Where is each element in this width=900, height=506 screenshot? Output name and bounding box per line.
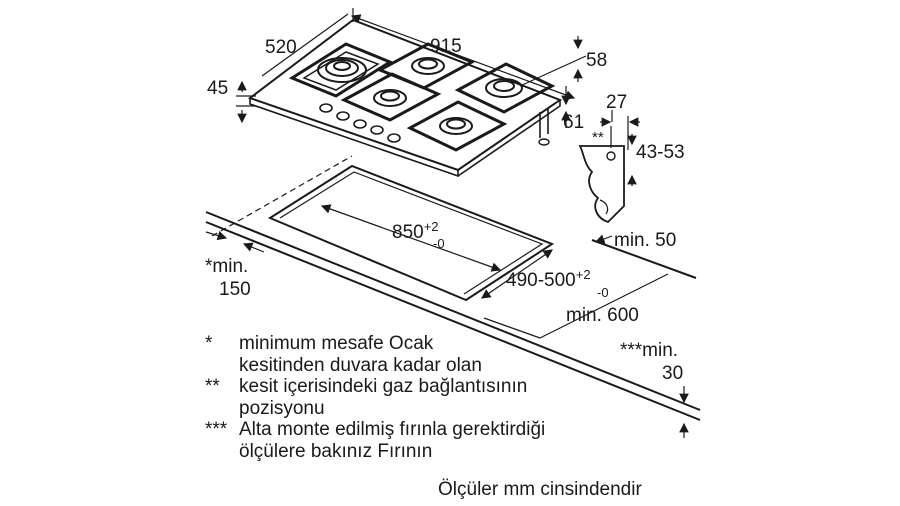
note-1-line-2: kesitinden duvara kadar olan: [239, 354, 482, 376]
hob-foot: [538, 138, 550, 146]
dim-right-depth: 58: [586, 50, 607, 71]
note-3-mark: ***: [205, 419, 228, 441]
worktop-front-edge: [205, 211, 701, 411]
worktop-cutout: [205, 155, 701, 438]
hob-body-right: [539, 108, 549, 138]
dim-min-30-a: ***min.: [620, 340, 678, 361]
note-1-mark: *: [205, 333, 213, 354]
note-3-text: Alta monte edilmiş fırınla gerektirdiği …: [239, 419, 705, 462]
pan-support-5: [406, 100, 508, 152]
note-1-text: minimum mesafe Ocak kesitinden duvara ka…: [239, 333, 705, 376]
note-1: * minimum mesafe Ocak kesitinden duvara …: [205, 333, 705, 376]
dim-height: 45: [207, 78, 228, 99]
note-2-line-2: pozisyonu: [239, 397, 325, 419]
worktop-back-edge: [591, 239, 697, 279]
control-knobs: [319, 103, 401, 143]
hob-front-edge: [249, 98, 459, 178]
burner-front-right: [439, 117, 473, 135]
dim-min-50: min. 50: [614, 230, 676, 251]
dimension-labels: 520 915 45 58 27 61 ** 43-53 850+2 -0 49…: [205, 36, 685, 384]
note-3-line-1: Alta monte edilmiş fırınla gerektirdiği: [239, 419, 546, 441]
dim-min-600: min. 600: [566, 305, 639, 326]
dim-cutout-width-minus: -0: [433, 236, 445, 251]
note-2: ** kesit içerisindeki gaz bağlantısının …: [205, 376, 705, 419]
dim-depth: 520: [265, 37, 297, 58]
note-2-text: kesit içerisindeki gaz bağlantısının poz…: [239, 376, 705, 419]
worktop-front-edge-lower: [205, 221, 701, 421]
dim-min-150-a: *min.: [205, 256, 248, 277]
wall-dashed-line: [211, 155, 353, 237]
dim-bracket-gap: 61: [563, 112, 584, 133]
dim-min-30-b: 30: [662, 363, 683, 384]
dim-cutout-depth-minus: -0: [597, 285, 609, 300]
dim-cutout-width: 850+2: [392, 219, 439, 243]
dim-width: 915: [430, 36, 462, 57]
dim-cutout-depth: 490-500+2: [506, 267, 591, 291]
worktop-section-detail: [578, 110, 640, 224]
dim-double-star: **: [592, 129, 604, 146]
note-3: *** Alta monte edilmiş fırınla gerektird…: [205, 419, 705, 462]
dim-worktop-thickness: 43-53: [636, 142, 685, 163]
dim-min-150-b: 150: [219, 279, 251, 300]
note-2-line-1: kesit içerisindeki gaz bağlantısının: [239, 376, 528, 398]
dim-bracket-width: 27: [606, 92, 627, 113]
note-1-line-1: minimum mesafe Ocak: [239, 333, 434, 354]
note-3-line-2: ölçülere bakınız Fırının: [239, 440, 433, 462]
hob-dimension-lines: [236, 8, 587, 128]
note-2-mark: **: [205, 376, 220, 398]
hob-right-edge: [457, 100, 561, 177]
notes-list: * minimum mesafe Ocak kesitinden duvara …: [205, 333, 705, 463]
units-footer: Ölçüler mm cinsindendir: [438, 479, 642, 500]
